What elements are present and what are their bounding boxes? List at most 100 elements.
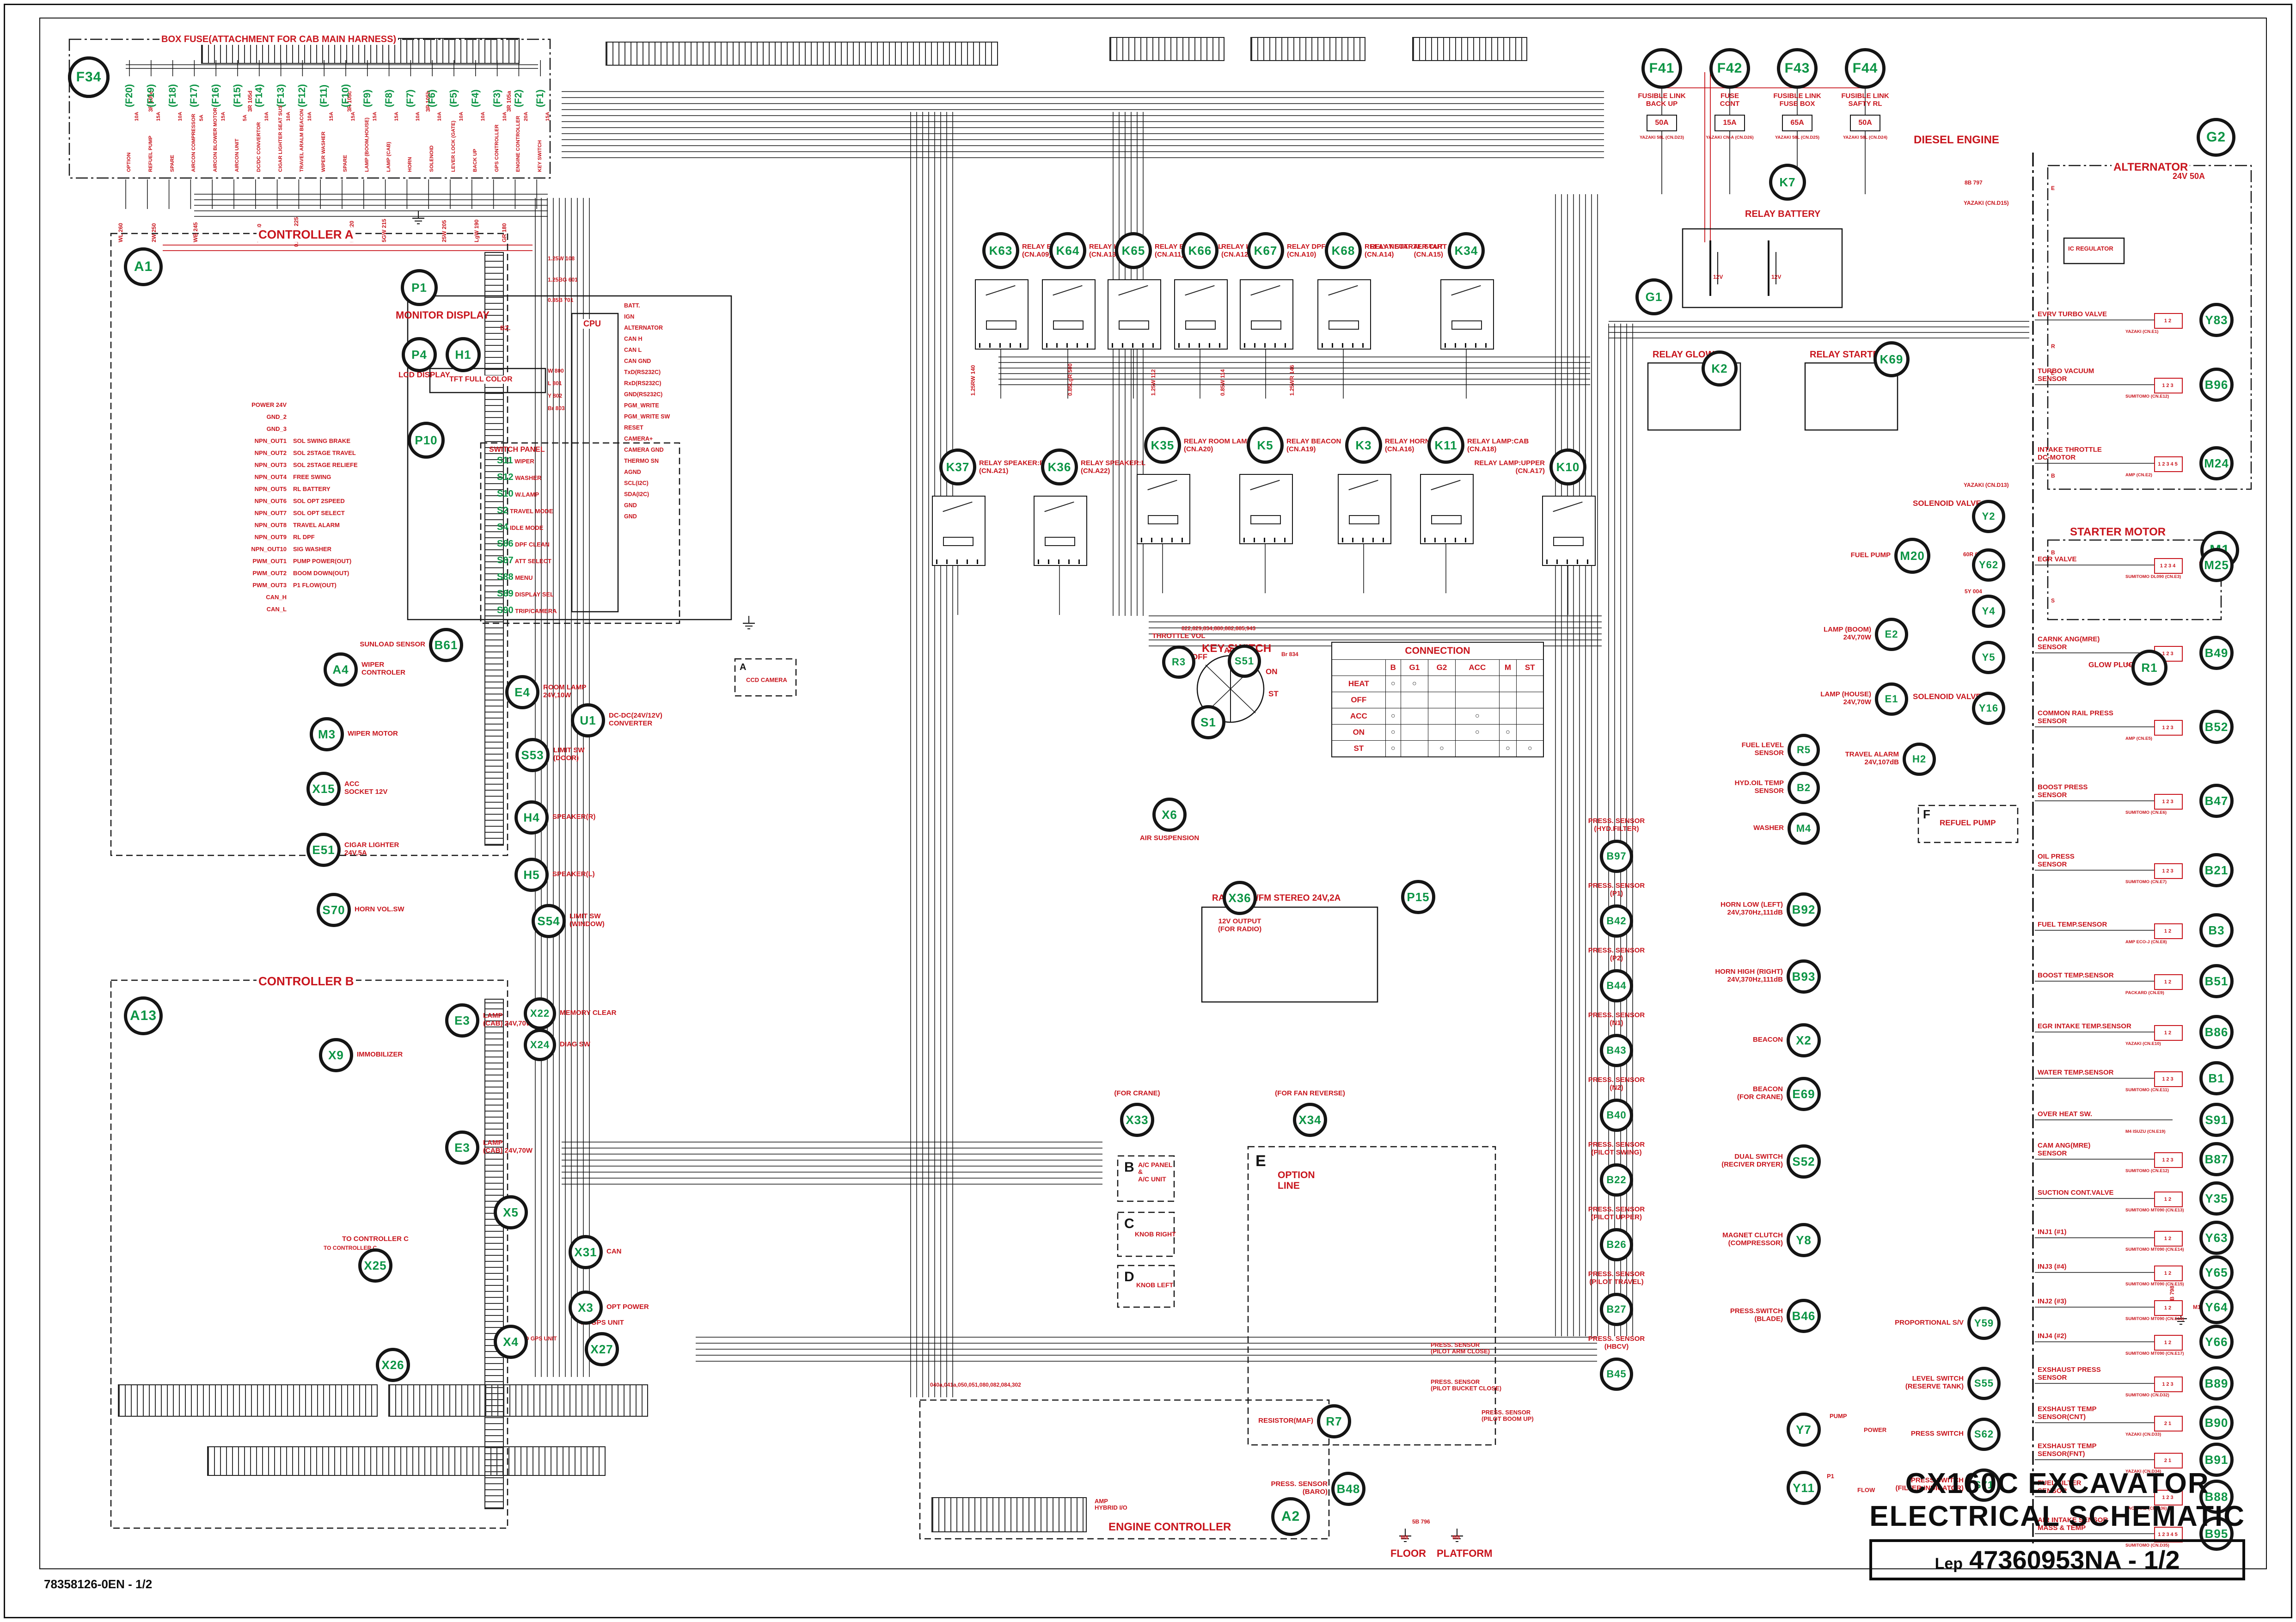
component-y65: Y65 [2199,1255,2234,1290]
section-letter-e: E [1255,1152,1266,1170]
wire-code: 5GW 215 [381,219,387,242]
sensor-connector: 21 [2154,1416,2183,1432]
panel-switch: S2 TRAVEL MODE [497,505,553,516]
sheet-outer-frame [4,4,2292,1618]
component-label: MAGNET CLUTCH(COMPRESSOR) [1722,1231,1783,1247]
monitor-signal: BATT. [624,302,640,309]
sensor-connector: 123 [2154,378,2183,393]
relay-box [1239,474,1293,544]
connector-vendor: AMP (CN.E5) [2125,736,2152,741]
wire-code: Br 803 [548,405,565,412]
component-label: RESISTOR(MAF) [1258,1417,1313,1425]
wire-code: 1.25RW 140 [970,365,976,396]
component-label: LAMP (HOUSE)24V,70W [1820,690,1871,706]
component-x24: X24 [524,1029,556,1061]
sensor-connector: 1234 [2154,558,2183,574]
fuse-id: (F15) [232,84,243,107]
wire-code: YAZAKI (CN.D13) [1964,482,2009,488]
box-outline [480,442,680,624]
sensor-connector: 12345 [2154,456,2183,472]
connector-strip [484,252,504,846]
fuse-amp: 15A [545,111,551,121]
controller-a-signal: GND_2 [266,413,287,420]
connector-vendor: SUMITOMO (CN.D32) [2125,1393,2169,1398]
relay-pins [1546,559,1592,564]
fuse-amp: 10A [177,111,183,121]
component-label: MEMORY CLEAR [560,1009,617,1017]
connector-vendor: SUMITOMO MT090 (CN.E14) [2125,1247,2184,1252]
fuse-name: AIRCON COMPRESSOR [191,114,197,172]
label-engine-controller: ENGINE CONTROLLER [1108,1521,1231,1533]
monitor-signal: TxD(RS232C) [624,369,661,375]
wire-code: 5Y 004 [1965,588,1982,595]
fuse-id: (F6) [427,89,438,108]
box-outline [1917,805,2019,843]
connector-strip [606,42,998,66]
connector-vendor: AMP (CN.E2) [2125,473,2152,478]
label-relay-battery: RELAY BATTERY [1745,209,1821,219]
sensor-connector: 123 [2154,1376,2183,1392]
relay-box [1240,279,1293,350]
connector-strip [388,1384,648,1417]
wire-code: WL 260 [117,223,124,242]
wire-code: Br 834 [1281,651,1298,657]
relay-box [975,279,1029,350]
relay-pins [1243,343,1290,348]
component-label: WASHER [1753,824,1784,832]
connector-strip [1412,37,1527,61]
component-y7: Y7 [1787,1413,1821,1447]
connector-strip [118,1384,378,1417]
wire-code: 1.25BG 601 [548,276,578,283]
relay-box [1108,279,1161,350]
component-s71: S71 [1967,1468,2001,1502]
relay-label: RELAY LAMP:UPPER(CN.A17) [1474,459,1545,475]
component-y83: Y83 [2199,303,2234,337]
component-k36: K36 [1041,449,1078,485]
fuse-id: (F4) [470,89,481,108]
component-k3: K3 [1345,427,1382,464]
fuse-id: (F14) [253,84,264,107]
relay-pins [979,343,1025,348]
component-h1: H1 [446,337,481,372]
fuse-name: SPARE [343,154,348,172]
component-label: OPT POWER [606,1303,649,1311]
component-a2: A2 [1271,1497,1310,1536]
box-outline [1682,228,1843,308]
component-e69: E69 [1787,1077,1821,1111]
component-b89: B89 [2199,1366,2234,1401]
connector-vendor: SUMITOMO (CN.E12) [2125,394,2169,399]
connector-vendor: YAZAKI 58L (CN.D25) [1775,135,1820,140]
label-ccd-camera: CCD CAMERA [746,676,787,683]
component-s1: S1 [1191,705,1225,739]
wire-code: M8 [1401,1534,1408,1541]
component-r7: R7 [1317,1404,1351,1438]
component-k63: K63 [982,232,1019,269]
part-number: 47360953NA - 1/2 [1969,1545,2180,1574]
component-y11: Y11 [1787,1471,1821,1505]
component-label: FUEL PUMP [1850,551,1891,559]
connector-vendor: YAZAKI (CN.E1) [2125,329,2159,334]
label-diesel-engine: DIESEL ENGINE [1914,134,1999,146]
box-outline [1117,1211,1175,1257]
sensor-label: CARNK ANG(MRE)SENSOR [2038,635,2100,651]
component-label: BEACON [1752,1036,1783,1044]
component-y64: Y64 [2199,1290,2234,1324]
monitor-signal: CAN GND [624,358,651,364]
wire-code: S [2051,597,2055,604]
monitor-signal: CAN H [624,336,643,342]
component-label: PRESS SWITCH(FILTER INDICATOR) [1895,1476,1964,1492]
label-glow-plug: GLOW PLUG [2088,661,2134,669]
wire-code: 1.25W 108 [548,255,575,262]
component-label: TO GPS UNIT [580,1319,624,1327]
component-x36: X36 [1223,881,1257,915]
fuse-id: (F7) [405,89,416,108]
